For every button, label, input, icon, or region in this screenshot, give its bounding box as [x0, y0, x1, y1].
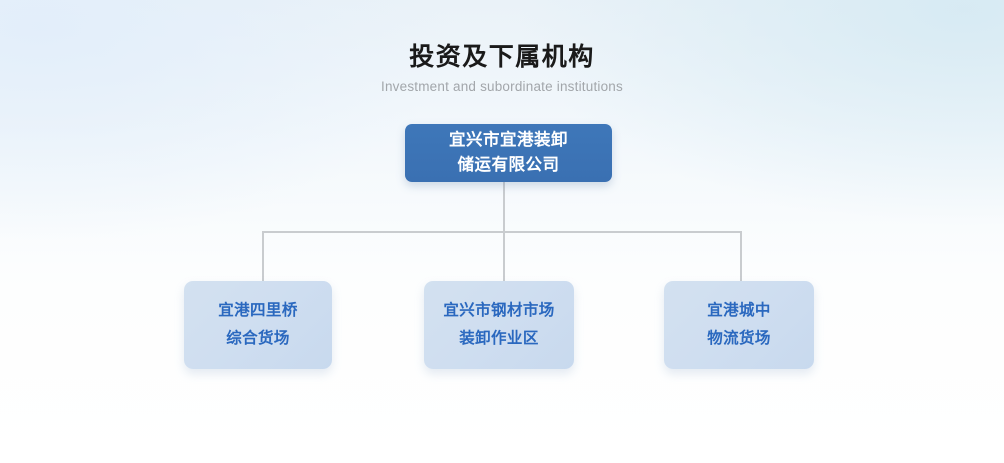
page-title: 投资及下属机构 — [409, 43, 595, 71]
org-node-child-1-label: 宜港四里桥 综合货场 — [218, 297, 298, 353]
connector-drop-child-1 — [262, 231, 264, 282]
org-node-child-1-line-1: 宜港四里桥 — [218, 302, 298, 319]
org-node-child-2[interactable]: 宜兴市钢材市场 装卸作业区 — [424, 281, 574, 369]
org-node-root-label: 宜兴市宜港装卸 储运有限公司 — [449, 128, 568, 178]
page-header: 投资及下属机构 Investment and subordinate insti… — [0, 40, 1004, 97]
connector-horizontal-bus — [262, 231, 742, 233]
org-node-child-2-label: 宜兴市钢材市场 装卸作业区 — [443, 297, 554, 353]
org-node-root[interactable]: 宜兴市宜港装卸 储运有限公司 — [405, 124, 612, 182]
org-node-child-3-line-2: 物流货场 — [707, 330, 771, 347]
org-node-child-1[interactable]: 宜港四里桥 综合货场 — [184, 281, 332, 369]
org-node-root-line-2: 储运有限公司 — [457, 156, 560, 174]
org-node-child-3-label: 宜港城中 物流货场 — [707, 297, 771, 353]
org-node-child-3[interactable]: 宜港城中 物流货场 — [664, 281, 814, 369]
org-node-child-3-line-1: 宜港城中 — [707, 302, 771, 319]
connector-drop-child-2 — [503, 231, 505, 282]
org-node-child-2-line-1: 宜兴市钢材市场 — [443, 302, 555, 319]
org-node-child-2-line-2: 装卸作业区 — [459, 330, 539, 347]
connector-root-vertical — [503, 182, 505, 233]
org-node-child-1-line-2: 综合货场 — [226, 330, 290, 347]
page-subtitle: Investment and subordinate institutions — [381, 79, 623, 94]
org-node-root-line-1: 宜兴市宜港装卸 — [449, 131, 568, 149]
connector-drop-child-3 — [740, 231, 742, 282]
